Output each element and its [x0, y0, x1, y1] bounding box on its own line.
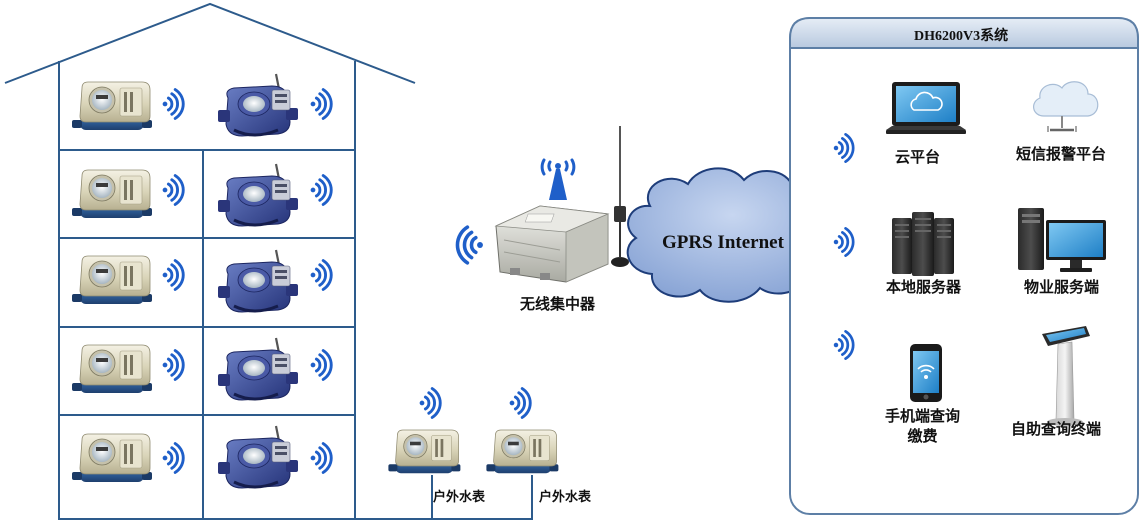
system-panel	[789, 17, 1139, 515]
broadcast-tower-icon	[540, 158, 576, 200]
wireless-signal-icon	[508, 387, 532, 419]
water-meter-icon	[71, 344, 153, 394]
wireless-signal-icon	[455, 225, 485, 265]
wireless-signal-icon	[309, 349, 333, 381]
terminal-label-self-service: 自助查询终端	[1011, 420, 1102, 438]
wireless-signal-icon	[309, 259, 333, 291]
system-title: DH6200V3系统	[914, 29, 1009, 44]
cloud-label: GPRS Internet	[662, 232, 784, 253]
desktop-pc-icon	[1018, 208, 1106, 272]
house-meters	[71, 72, 333, 490]
water-meter-icon	[387, 429, 461, 474]
water-meter-icon	[71, 169, 153, 219]
water-meter-icon	[216, 72, 300, 138]
wireless-concentrator	[455, 126, 629, 283]
wireless-signal-icon	[309, 174, 333, 206]
smartphone-icon	[910, 344, 942, 402]
outdoor-pipe	[59, 475, 533, 520]
laptop-cloud-icon	[886, 82, 966, 134]
wireless-signal-icon	[161, 88, 185, 120]
water-meter-icon	[485, 429, 559, 474]
house-building	[4, 2, 533, 520]
terminal-label-property-service: 物业服务端	[1024, 278, 1100, 296]
terminal-label-local-server: 本地服务器	[886, 278, 962, 296]
water-meter-icon	[71, 433, 153, 483]
wireless-signal-icon	[161, 259, 185, 291]
outdoor-meter-label: 户外水表	[539, 490, 592, 505]
wireless-signal-icon	[309, 442, 333, 474]
terminal-label-mobile-query: 手机端查询 缴费	[885, 407, 961, 445]
water-meter-icon	[216, 248, 300, 314]
wireless-signal-icon	[161, 349, 185, 381]
wireless-signal-icon	[418, 387, 442, 419]
wireless-signal-icon	[161, 174, 185, 206]
server-rack-icon	[892, 212, 954, 276]
wireless-signal-icon	[161, 442, 185, 474]
water-meter-icon	[216, 336, 300, 402]
outdoor-meters	[387, 387, 559, 474]
cloud-sms-icon	[1033, 81, 1099, 132]
water-meter-icon	[71, 255, 153, 305]
kiosk-icon	[1042, 326, 1090, 426]
wireless-signal-icon	[309, 88, 333, 120]
house-roof	[4, 2, 416, 84]
terminal-label-cloud-platform: 云平台	[895, 148, 941, 166]
concentrator-label: 无线集中器	[520, 295, 596, 313]
water-meter-icon	[216, 162, 300, 228]
water-meter-icon	[216, 424, 300, 490]
water-meter-icon	[71, 81, 153, 131]
outdoor-meter-label: 户外水表	[433, 490, 486, 505]
terminal-label-sms-alarm: 短信报警平台	[1016, 145, 1107, 163]
